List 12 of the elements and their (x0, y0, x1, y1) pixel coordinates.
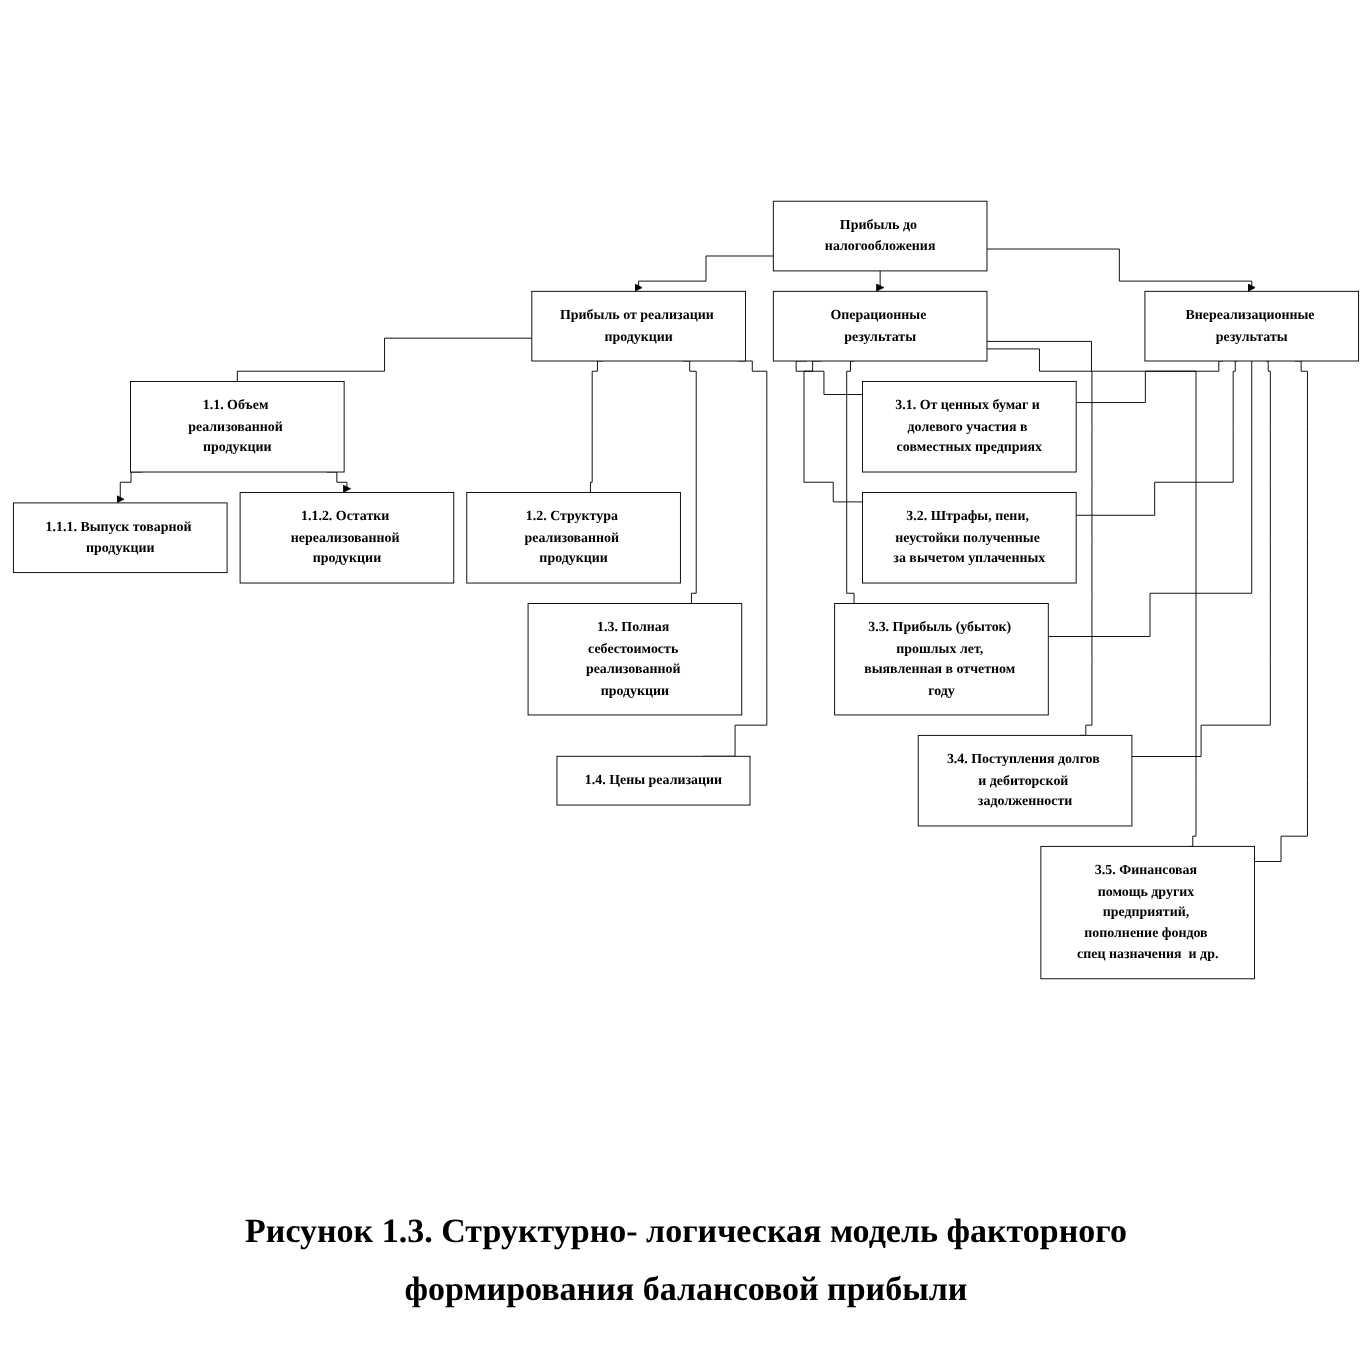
connector (795, 360, 863, 395)
connector (803, 360, 863, 503)
connector (236, 337, 533, 382)
connector (1254, 360, 1308, 862)
figure-caption: Рисунок 1.3. Структурно- логическая модель факторного формирования балансовой прибыли (243, 1210, 1129, 1312)
connector (1075, 360, 1238, 516)
connector (1047, 360, 1253, 637)
connector (1075, 360, 1224, 404)
connector (1131, 360, 1271, 757)
connector (986, 340, 1197, 847)
connector (588, 360, 604, 493)
connector (986, 348, 1093, 736)
